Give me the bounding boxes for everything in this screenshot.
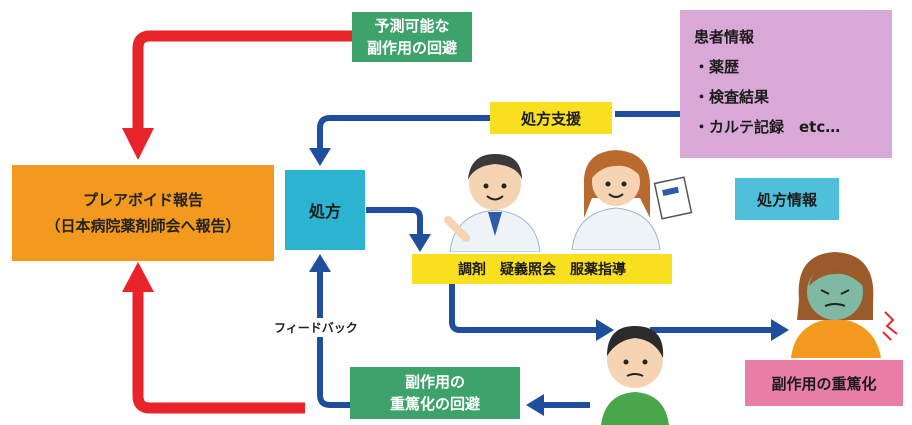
predictable-avoidance-line2: 副作用の回避 bbox=[366, 39, 457, 57]
pharmacy-services-label: 調剤 疑義照会 服薬指導 bbox=[458, 262, 626, 278]
pharmacy-services-box: 調剤 疑義照会 服薬指導 bbox=[412, 254, 672, 284]
prescription-label: 処方 bbox=[308, 202, 341, 221]
patient-info-item-history: ・薬歴 bbox=[694, 58, 740, 76]
patient-info-item-records: ・カルテ記録 etc… bbox=[694, 118, 841, 136]
severe-avoidance-line1: 副作用の bbox=[404, 373, 465, 391]
severe-side-effect-label: 副作用の重篤化 bbox=[771, 374, 877, 393]
prescription-support-box: 処方支援 bbox=[490, 102, 612, 134]
blue-arrow-patient-to-avoid bbox=[526, 394, 590, 416]
prescription-info-label: 処方情報 bbox=[756, 190, 817, 209]
preavoid-report-box: プレアボイド報告 （日本病院薬剤師会へ報告） bbox=[12, 165, 274, 261]
prescription-info-box: 処方情報 bbox=[735, 178, 839, 220]
blue-arrow-support-to-rx bbox=[309, 115, 490, 166]
patient-boy-icon bbox=[601, 326, 669, 425]
pharmacist-male-icon bbox=[444, 154, 541, 252]
predictable-avoidance-line1: 予測可能な bbox=[374, 17, 450, 35]
preavoid-report-subtitle: （日本病院薬剤師会へ報告） bbox=[45, 217, 241, 235]
red-arrow-top bbox=[122, 30, 352, 160]
patient-woman-sick-icon bbox=[791, 252, 898, 358]
severe-avoidance-line2: 重篤化の回避 bbox=[389, 395, 480, 413]
predictable-avoidance-box: 予測可能な 副作用の回避 bbox=[352, 12, 472, 62]
preavoid-report-title: プレアボイド報告 bbox=[82, 191, 203, 209]
prescription-support-label: 処方支援 bbox=[520, 109, 581, 128]
feedback-label: フィードバック bbox=[272, 318, 360, 337]
blue-arrow-feedback bbox=[309, 254, 350, 408]
patient-info-box: 患者情報 ・薬歴 ・検査結果 ・カルテ記録 etc… bbox=[680, 10, 892, 158]
blue-arrow-pharmacy-to-patient bbox=[449, 283, 614, 341]
pharmacist-female-icon bbox=[571, 150, 693, 250]
patient-info-item-tests: ・検査結果 bbox=[694, 88, 770, 106]
blue-arrow-patient-to-severe bbox=[650, 319, 789, 341]
prescription-box: 処方 bbox=[285, 170, 365, 250]
severe-side-effect-box: 副作用の重篤化 bbox=[745, 360, 903, 406]
patient-info-title: 患者情報 bbox=[694, 28, 755, 46]
red-arrow-bottom bbox=[122, 262, 305, 414]
severe-avoidance-box: 副作用の 重篤化の回避 bbox=[350, 367, 520, 419]
blue-arrow-rx-to-pharmacy bbox=[366, 207, 431, 252]
